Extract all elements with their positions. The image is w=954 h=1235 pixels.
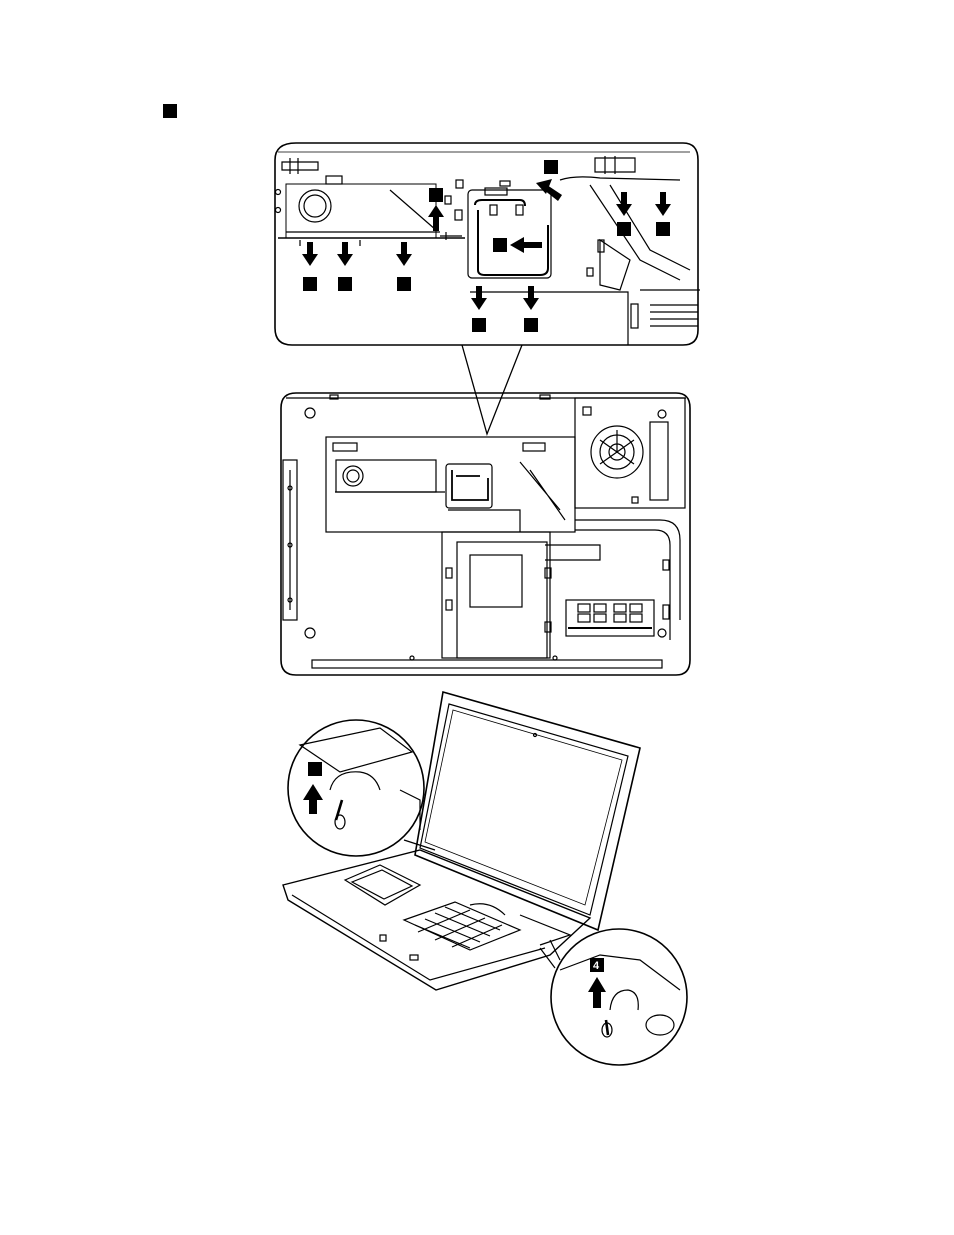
- arrow-down-icon: [396, 242, 412, 266]
- callout-marker: [617, 222, 631, 236]
- callout-marker: [308, 762, 322, 776]
- callout-marker: [524, 318, 538, 332]
- callout-marker: [303, 277, 317, 291]
- arrow-left-icon: [510, 237, 542, 253]
- arrow-down-icon: [655, 192, 671, 216]
- arrow-up-icon: [303, 784, 323, 814]
- arrow-down-icon: [616, 192, 632, 216]
- callout-marker: [544, 160, 558, 174]
- detail-view-panel: [275, 143, 700, 345]
- isometric-laptop-panel: [283, 692, 687, 1065]
- arrow-down-icon: [302, 242, 318, 266]
- callout-marker: [397, 277, 411, 291]
- callout-marker: [338, 277, 352, 291]
- memory-module-icon: [578, 604, 642, 622]
- arrow-down-icon: [337, 242, 353, 266]
- arrow-down-icon: [471, 286, 487, 310]
- arrow-up-icon: [588, 977, 606, 1008]
- callout-marker: [656, 222, 670, 236]
- arrow-up-icon: [428, 205, 444, 231]
- base-overview-panel: [281, 393, 690, 675]
- callout-4-label: 4: [593, 960, 600, 972]
- callout-marker: [493, 238, 507, 252]
- callout-marker: [472, 318, 486, 332]
- arrow-down-icon: [523, 286, 539, 310]
- callout-marker: [429, 188, 443, 202]
